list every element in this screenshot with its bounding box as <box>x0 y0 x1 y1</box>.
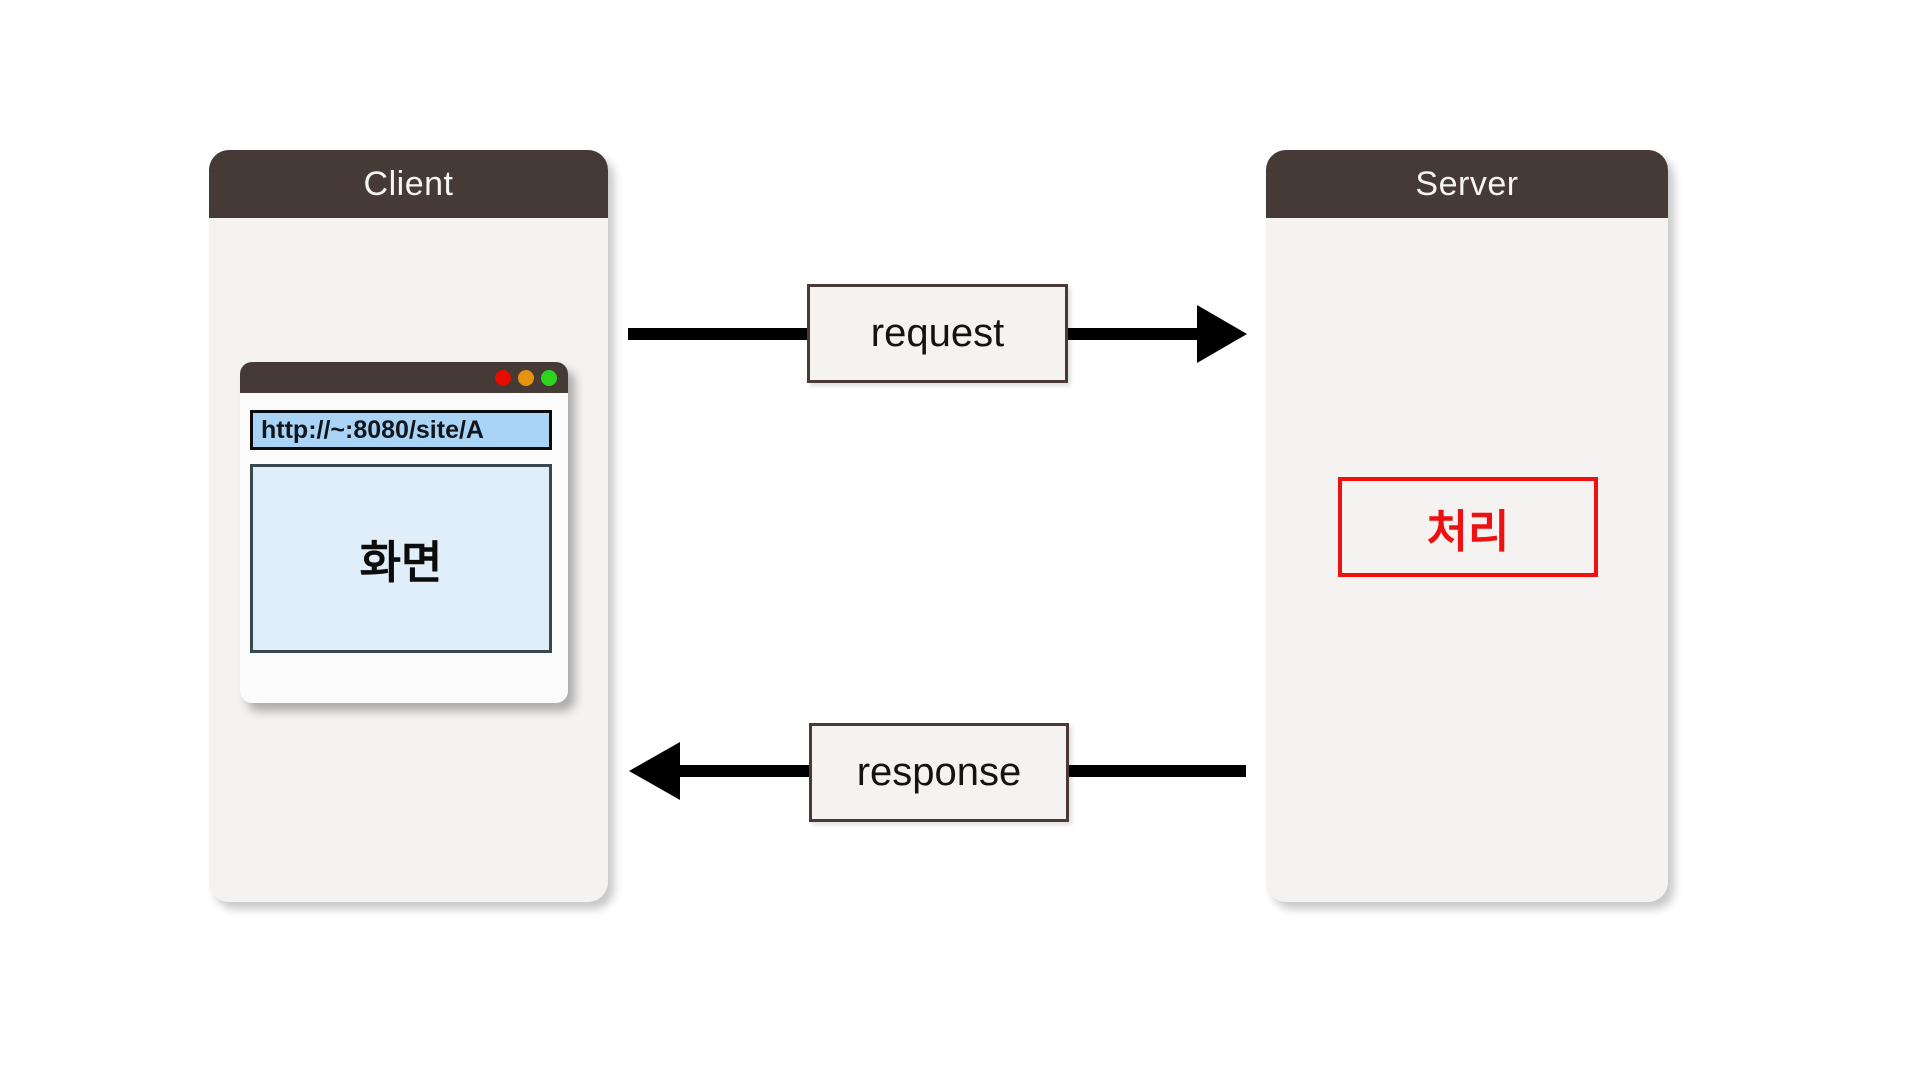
window-minimize-icon <box>518 369 534 386</box>
response-arrowhead-icon <box>629 742 680 800</box>
url-input: http://~:8080/site/A <box>250 410 552 450</box>
window-maximize-icon <box>541 369 557 386</box>
server-panel-title: Server <box>1415 164 1519 203</box>
client-panel-header: Client <box>209 150 608 218</box>
server-panel: Server 처리 <box>1266 150 1668 902</box>
client-panel-title: Client <box>363 164 454 203</box>
response-label-box: response <box>809 723 1069 822</box>
window-close-icon <box>495 369 511 386</box>
browser-screen-area: 화면 <box>250 464 552 653</box>
request-label: request <box>870 311 1005 355</box>
client-panel: Client http://~:8080/site/A 화면 <box>209 150 608 902</box>
process-box: 처리 <box>1338 477 1598 577</box>
browser-titlebar <box>240 362 568 393</box>
browser-window: http://~:8080/site/A 화면 <box>240 362 568 703</box>
screen-label: 화면 <box>359 537 443 588</box>
request-arrowhead-icon <box>1197 305 1247 363</box>
response-label: response <box>856 750 1022 794</box>
process-label: 처리 <box>1426 505 1510 557</box>
server-panel-header: Server <box>1266 150 1668 218</box>
request-label-box: request <box>807 284 1068 383</box>
